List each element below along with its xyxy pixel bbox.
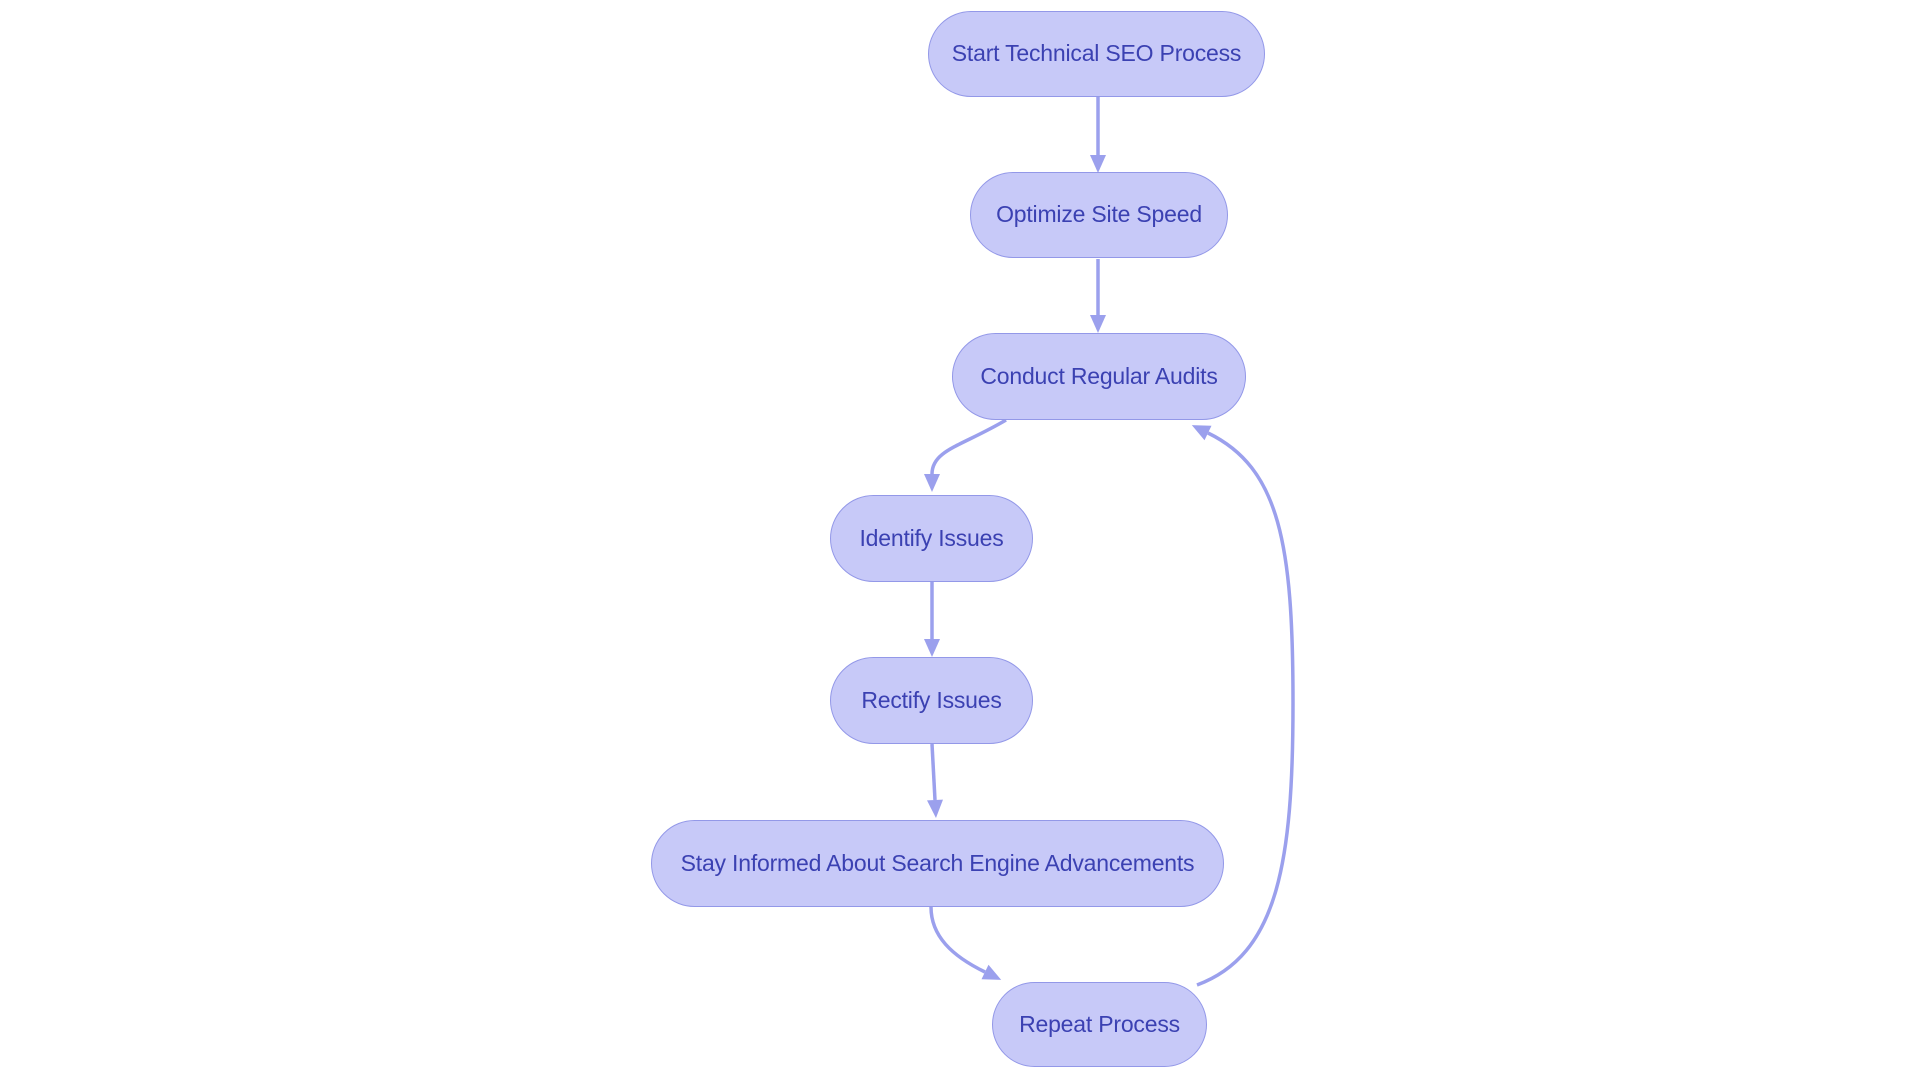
edge-stay-informed-to-repeat [929,906,1002,980]
edge-rectify-to-stay-informed [927,743,943,818]
flow-node-stay-informed: Stay Informed About Search Engine Advanc… [651,820,1224,907]
flow-node-repeat-process: Repeat Process [992,982,1207,1067]
edge-repeat-to-audits [1191,425,1295,987]
flow-node-identify-issues: Identify Issues [830,495,1033,582]
flow-node-rectify-issues: Rectify Issues [830,657,1033,744]
flow-node-conduct-regular-audits: Conduct Regular Audits [952,333,1246,420]
edge-audits-to-identify [924,418,1007,492]
flow-node-start: Start Technical SEO Process [928,11,1265,97]
flow-node-optimize-site-speed: Optimize Site Speed [970,172,1228,258]
